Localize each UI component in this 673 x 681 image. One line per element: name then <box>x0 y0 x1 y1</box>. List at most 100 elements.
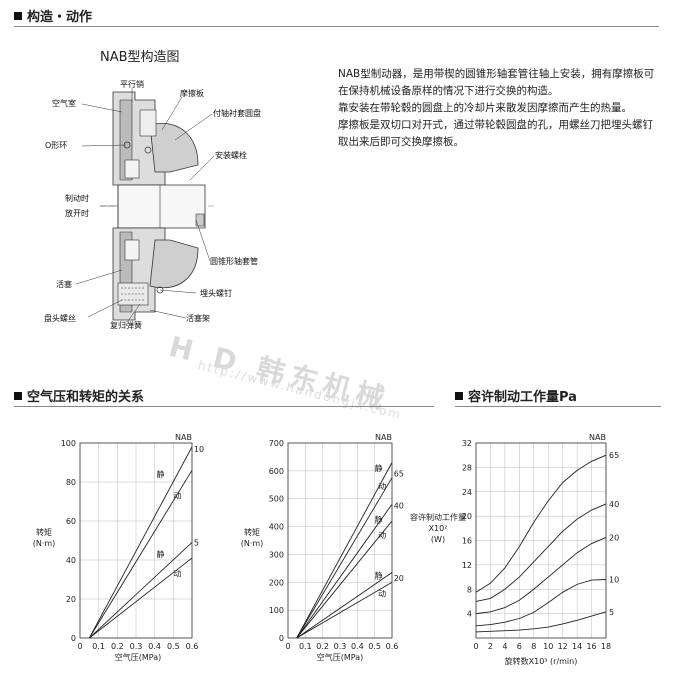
label-air-chamber: 空气室 <box>52 99 76 108</box>
series-line <box>475 537 607 615</box>
y-tick-label: 500 <box>269 495 284 504</box>
y-tick-label: 20 <box>462 512 472 521</box>
description-paragraph: 摩擦板是双切口对开式，通过带轮毂圆盘的孔，用螺丝刀把埋头螺钉取出来后即可交换摩擦… <box>338 119 653 148</box>
y-tick-label: 400 <box>269 523 284 532</box>
x-tick-label: 4 <box>502 642 507 651</box>
y-tick-label: 4 <box>467 610 472 619</box>
x-tick-label: 0.6 <box>386 642 399 651</box>
y-tick-label: 600 <box>269 467 284 476</box>
series-label: 静 <box>157 469 165 479</box>
x-tick-label: 18 <box>601 642 611 651</box>
label-piston: 活塞 <box>56 280 72 289</box>
series-line <box>296 504 393 639</box>
label-piston-frame: 活塞架 <box>186 314 210 323</box>
series-label: 20 <box>394 574 404 583</box>
series-line <box>475 611 607 633</box>
series-line <box>89 557 193 639</box>
series-line <box>296 520 393 639</box>
series-line <box>475 579 607 627</box>
x-tick-label: 0.4 <box>351 642 364 651</box>
series-line <box>475 503 607 602</box>
series-label: 动 <box>378 588 386 598</box>
label-o-ring: O形环 <box>45 141 68 150</box>
y-tick-label: 0 <box>71 634 76 643</box>
x-tick-label: 0 <box>473 642 478 651</box>
x-tick-label: 0.1 <box>92 642 105 651</box>
description-block: NAB型制动器，是用带楔的圆锥形轴套管往轴上安装，拥有摩擦板可在保持机械设备原样… <box>338 66 658 151</box>
y-tick-label: 80 <box>66 478 76 487</box>
series-label: 动 <box>173 491 181 501</box>
x-axis-label: 空气压(MPa) <box>115 652 162 662</box>
section-divider <box>455 406 661 407</box>
y-axis-label: X10² <box>429 524 448 533</box>
y-tick-label: 24 <box>462 488 472 497</box>
series-line <box>296 581 393 639</box>
x-tick-label: 2 <box>488 642 493 651</box>
y-tick-label: 28 <box>462 463 472 472</box>
y-tick-label: 100 <box>269 606 284 615</box>
label-mount-bolt: 安装螺栓 <box>215 151 247 160</box>
label-release: 放开时 <box>65 209 89 218</box>
series-line <box>296 477 393 639</box>
label-shaft-disc: 付轴衬套圆盘 <box>213 109 261 118</box>
x-tick-label: 12 <box>558 642 568 651</box>
label-return-spring: 复归弹簧 <box>110 321 142 330</box>
series-label: 40 <box>394 502 404 511</box>
x-tick-label: 10 <box>543 642 553 651</box>
series-label: 5 <box>194 538 199 547</box>
series-label: 静 <box>375 515 383 525</box>
series-label: 65 <box>394 470 404 479</box>
label-taper-sleeve: 圆锥形轴套管 <box>210 257 258 266</box>
label-friction-plate: 摩擦板 <box>180 89 204 98</box>
plot-frame <box>475 442 607 639</box>
series-line <box>296 462 393 639</box>
square-bullet-icon <box>14 12 22 20</box>
x-tick-label: 0.2 <box>111 642 124 651</box>
y-axis-label: 转矩 <box>244 527 260 537</box>
x-tick-label: 0.2 <box>316 642 329 651</box>
series-label: 静 <box>375 463 383 473</box>
series-label: 40 <box>609 500 619 509</box>
plot-frame <box>79 442 193 639</box>
label-set-screw: 埋头螺钉 <box>200 289 232 298</box>
series-label: 动 <box>378 530 386 540</box>
series-label: 20 <box>609 533 619 542</box>
y-tick-label: 300 <box>269 550 284 559</box>
y-tick-label: 100 <box>61 439 76 448</box>
label-pan-screw: 盘头螺丝 <box>44 314 76 323</box>
series-label: 静 <box>375 570 383 580</box>
square-bullet-icon <box>14 392 22 400</box>
x-tick-label: 0.4 <box>148 642 161 651</box>
diagram-title: NAB型构造图 <box>100 50 180 65</box>
x-tick-label: 0.3 <box>334 642 347 651</box>
series-label: 动 <box>173 569 181 579</box>
y-axis-label: (N·m) <box>241 539 264 548</box>
series-label: 10 <box>194 445 204 454</box>
x-tick-label: 0.6 <box>186 642 199 651</box>
y-axis-label: 转矩 <box>36 527 52 537</box>
y-tick-label: 32 <box>462 439 472 448</box>
x-tick-label: 0.5 <box>368 642 381 651</box>
section-divider <box>14 26 659 27</box>
plot-frame <box>287 442 393 639</box>
x-tick-label: 14 <box>572 642 582 651</box>
y-tick-label: 60 <box>66 517 76 526</box>
y-tick-label: 700 <box>269 439 284 448</box>
series-line <box>89 542 193 639</box>
x-axis-label: 旋转数X10³ (r/min) <box>505 656 578 666</box>
x-tick-label: 8 <box>531 642 536 651</box>
label-brake: 制动时 <box>65 194 89 203</box>
y-tick-label: 16 <box>462 537 472 546</box>
y-tick-label: 20 <box>66 595 76 604</box>
x-tick-label: 0.1 <box>299 642 312 651</box>
y-tick-label: 40 <box>66 556 76 565</box>
y-axis-label: 容许制动工作量 <box>410 512 466 522</box>
label-parallel-pin: 平行销 <box>120 80 144 89</box>
corner-label: NAB <box>375 433 392 442</box>
series-line <box>296 572 393 639</box>
x-axis-label: 空气压(MPa) <box>317 652 364 662</box>
x-tick-label: 0 <box>77 642 82 651</box>
